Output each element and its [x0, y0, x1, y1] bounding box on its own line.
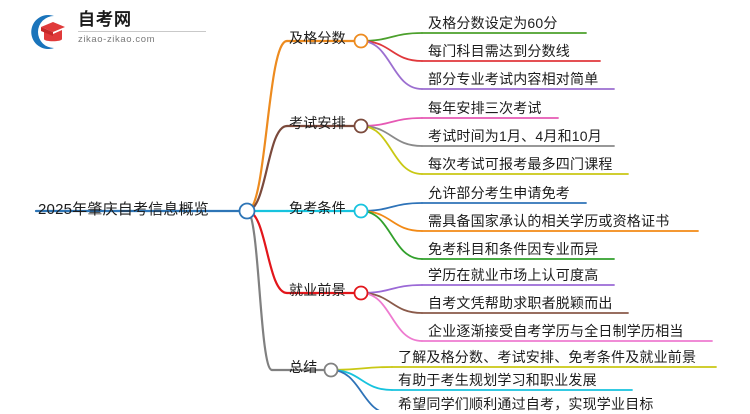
leaf-connector-14: [330, 369, 393, 391]
branch-node-1[interactable]: [353, 33, 369, 49]
branch-label-4[interactable]: 就业前景: [289, 282, 346, 298]
leaf-label-10[interactable]: 学历在就业市场上认可度高: [428, 267, 599, 283]
root-node[interactable]: [238, 202, 256, 220]
leaf-label-1[interactable]: 及格分数设定为60分: [428, 15, 558, 31]
site-logo: 自考网 zikao-zikao.com: [28, 8, 213, 54]
branch-trunk-2: [245, 124, 289, 213]
leaf-label-6[interactable]: 每次考试可报考最多四门课程: [428, 156, 613, 172]
branch-label-2[interactable]: 考试安排: [289, 115, 346, 131]
logo-divider: [78, 31, 206, 32]
graduation-cap-icon: [31, 15, 65, 49]
branch-node-2[interactable]: [353, 118, 369, 134]
leaf-label-9[interactable]: 免考科目和条件因专业而异: [428, 241, 599, 257]
branch-node-4[interactable]: [353, 285, 369, 301]
logo-text: 自考网 zikao-zikao.com: [78, 10, 210, 47]
leaf-connector-1: [360, 32, 423, 42]
leaf-label-13[interactable]: 了解及格分数、考试安排、免考条件及就业前景: [398, 349, 697, 365]
leaf-label-15[interactable]: 希望同学们顺利通过自考，实现学业目标: [398, 396, 654, 412]
root-node-label[interactable]: 2025年肇庆自考信息概览: [38, 201, 209, 218]
leaf-connector-12: [360, 292, 423, 342]
leaf-connector-6: [360, 125, 423, 175]
leaf-label-14[interactable]: 有助于考生规划学习和职业发展: [398, 372, 597, 388]
leaf-connector-4: [360, 117, 423, 127]
leaf-label-8[interactable]: 需具备国家承认的相关学历或资格证书: [428, 213, 670, 229]
leaf-connector-9: [360, 210, 423, 260]
leaf-connector-5: [360, 125, 423, 147]
branch-label-1[interactable]: 及格分数: [289, 30, 346, 46]
leaf-connector-7: [360, 202, 423, 212]
leaf-label-3[interactable]: 部分专业考试内容相对简单: [428, 71, 599, 87]
leaf-label-12[interactable]: 企业逐渐接受自考学历与全日制学历相当: [428, 323, 684, 339]
branch-label-3[interactable]: 免考条件: [289, 200, 346, 216]
branch-node-5[interactable]: [323, 362, 339, 378]
branch-label-5[interactable]: 总结: [289, 359, 318, 375]
branch-trunk-5: [245, 209, 274, 372]
leaf-connector-3: [360, 40, 423, 90]
leaf-label-4[interactable]: 每年安排三次考试: [428, 100, 542, 116]
leaf-connector-10: [360, 284, 423, 294]
branch-trunk-4: [245, 209, 289, 295]
branch-trunk-1: [245, 39, 289, 213]
leaf-label-7[interactable]: 允许部分考生申请免考: [428, 185, 570, 201]
leaf-connector-8: [360, 210, 423, 232]
leaf-label-5[interactable]: 考试时间为1月、4月和10月: [428, 128, 602, 144]
logo-subtitle: zikao-zikao.com: [78, 34, 156, 45]
leaf-connector-2: [360, 40, 423, 62]
leaf-label-11[interactable]: 自考文凭帮助求职者脱颖而出: [428, 295, 613, 311]
leaf-label-2[interactable]: 每门科目需达到分数线: [428, 43, 570, 59]
leaf-connector-15: [330, 369, 380, 410]
logo-title: 自考网: [78, 10, 132, 29]
leaf-connector-11: [360, 292, 423, 314]
branch-node-3[interactable]: [353, 203, 369, 219]
leaf-connector-13: [330, 366, 393, 371]
